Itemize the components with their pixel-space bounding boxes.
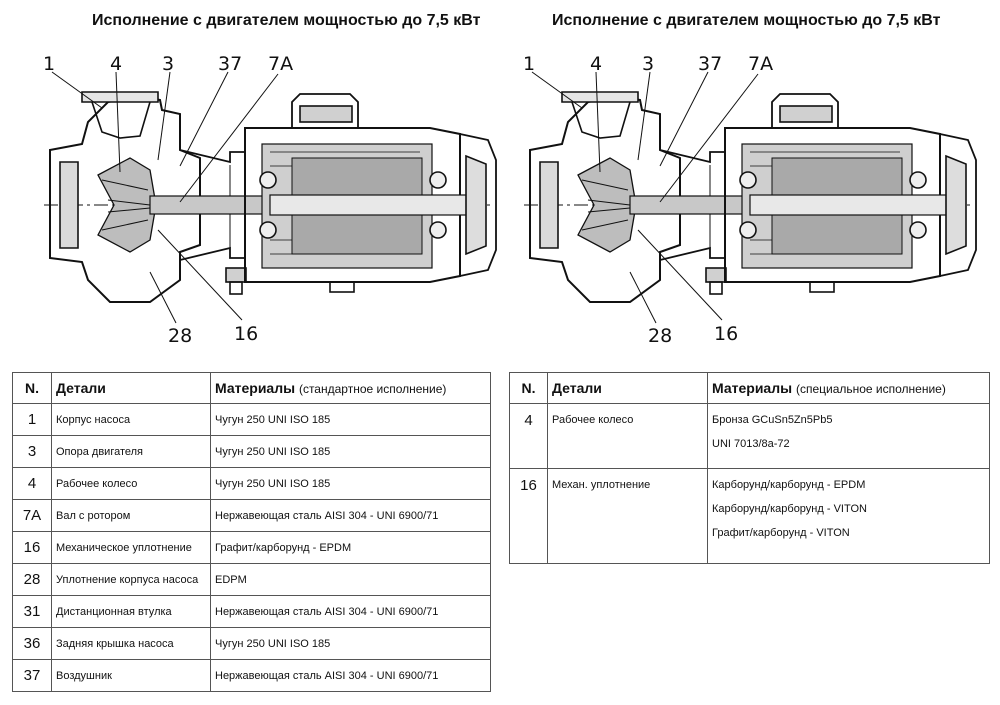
- material-option: Бронза GCuSn5Zn5Pb5: [712, 414, 833, 426]
- material-option: Карборунд/карборунд - EPDM: [712, 479, 866, 491]
- material-option: Графит/карборунд - VITON: [712, 527, 850, 539]
- callout-label: 28: [168, 325, 192, 347]
- callout-label: 3: [162, 53, 174, 75]
- header-material-note: (специальное исполнение): [795, 382, 946, 396]
- cell-material: Нержавеющая сталь AISI 304 - UNI 6900/71: [210, 659, 491, 692]
- figure-right-title: Исполнение с двигателем мощностью до 7,5…: [552, 12, 941, 29]
- cell-part: Уплотнение корпуса насоса: [51, 563, 211, 596]
- header-material-label: Материалы: [215, 380, 296, 396]
- cell-number: 3: [12, 435, 52, 468]
- callout-label: 28: [648, 325, 672, 347]
- cell-number: 16: [509, 468, 548, 564]
- cell-material: Чугун 250 UNI ISO 185: [210, 627, 491, 660]
- cell-number: 36: [12, 627, 52, 660]
- figure-left-title: Исполнение с двигателем мощностью до 7,5…: [92, 12, 481, 29]
- callout-labels: 1 4 3 37 7A 28 16: [43, 53, 293, 347]
- cell-number: 16: [12, 531, 52, 564]
- cell-part: Корпус насоса: [51, 403, 211, 436]
- material-option: Карборунд/карборунд - VITON: [712, 503, 867, 515]
- callout-label: 16: [714, 323, 738, 345]
- header-material-label: Материалы: [712, 380, 793, 396]
- table-row: 4 Рабочее колесо Бронза GCuSn5Zn5Pb5 UNI…: [509, 403, 990, 469]
- material-option: UNI 7013/8a-72: [712, 438, 790, 450]
- callout-label: 16: [234, 323, 258, 345]
- cell-number: 7A: [12, 499, 52, 532]
- cell-number: 4: [509, 403, 548, 469]
- table-header-row: N. Детали Материалы (стандартное исполне…: [12, 372, 491, 404]
- cell-number: 1: [12, 403, 52, 436]
- callout-leader-lines: [531, 71, 759, 324]
- cell-part: Рабочее колесо: [547, 403, 708, 469]
- table-header-row: N. Детали Материалы (специальное исполне…: [509, 372, 990, 404]
- callout-label: 1: [523, 53, 535, 75]
- cell-number: 4: [12, 467, 52, 500]
- callout-label: 7A: [268, 53, 293, 75]
- cell-part: Механ. уплотнение: [547, 468, 708, 564]
- cell-material: Карборунд/карборунд - EPDM Карборунд/кар…: [707, 468, 990, 564]
- cell-material: Бронза GCuSn5Zn5Pb5 UNI 7013/8a-72: [707, 403, 990, 469]
- callout-label: 7A: [748, 53, 773, 75]
- header-part: Детали: [547, 372, 708, 404]
- pump-drawing-body: [44, 91, 497, 303]
- cell-part: Вал с ротором: [51, 499, 211, 532]
- cell-material: Чугун 250 UNI ISO 185: [210, 435, 491, 468]
- header-part: Детали: [51, 372, 211, 404]
- pump-drawing-body: [524, 91, 977, 303]
- header-material: Материалы (стандартное исполнение): [210, 372, 491, 404]
- callout-label: 4: [590, 53, 602, 75]
- cell-material: Чугун 250 UNI ISO 185: [210, 467, 491, 500]
- cell-material: Чугун 250 UNI ISO 185: [210, 403, 491, 436]
- callout-label: 3: [642, 53, 654, 75]
- pump-cross-section-drawing-right: 1 4 3 37 7A 28 16: [523, 53, 977, 347]
- cell-material: EDPM: [210, 563, 491, 596]
- callout-label: 4: [110, 53, 122, 75]
- callout-label: 37: [698, 53, 722, 75]
- table-row: 16 Механ. уплотнение Карборунд/карборунд…: [509, 468, 990, 564]
- header-material: Материалы (специальное исполнение): [707, 372, 990, 404]
- materials-table-standard: N. Детали Материалы (стандартное исполне…: [12, 372, 491, 692]
- callout-label: 1: [43, 53, 55, 75]
- cell-part: Воздушник: [51, 659, 211, 692]
- cell-number: 28: [12, 563, 52, 596]
- cell-number: 37: [12, 659, 52, 692]
- header-number: N.: [509, 372, 548, 404]
- cell-material: Нержавеющая сталь AISI 304 - UNI 6900/71: [210, 595, 491, 628]
- header-number: N.: [12, 372, 52, 404]
- cell-material: Нержавеющая сталь AISI 304 - UNI 6900/71: [210, 499, 491, 532]
- materials-table-special: N. Детали Материалы (специальное исполне…: [509, 372, 990, 564]
- cell-part: Рабочее колесо: [51, 467, 211, 500]
- callout-labels: 1 4 3 37 7A 28 16: [523, 53, 773, 347]
- cell-part: Опора двигателя: [51, 435, 211, 468]
- cell-material: Графит/карборунд - EPDM: [210, 531, 491, 564]
- cell-number: 31: [12, 595, 52, 628]
- callout-leader-lines: [51, 71, 279, 324]
- pump-cross-section-drawing-left: 1 4 3 37 7A 28 16: [43, 53, 497, 347]
- cell-part: Механическое уплотнение: [51, 531, 211, 564]
- cell-part: Дистанционная втулка: [51, 595, 211, 628]
- header-material-note: (стандартное исполнение): [298, 382, 447, 396]
- cell-part: Задняя крышка насоса: [51, 627, 211, 660]
- callout-label: 37: [218, 53, 242, 75]
